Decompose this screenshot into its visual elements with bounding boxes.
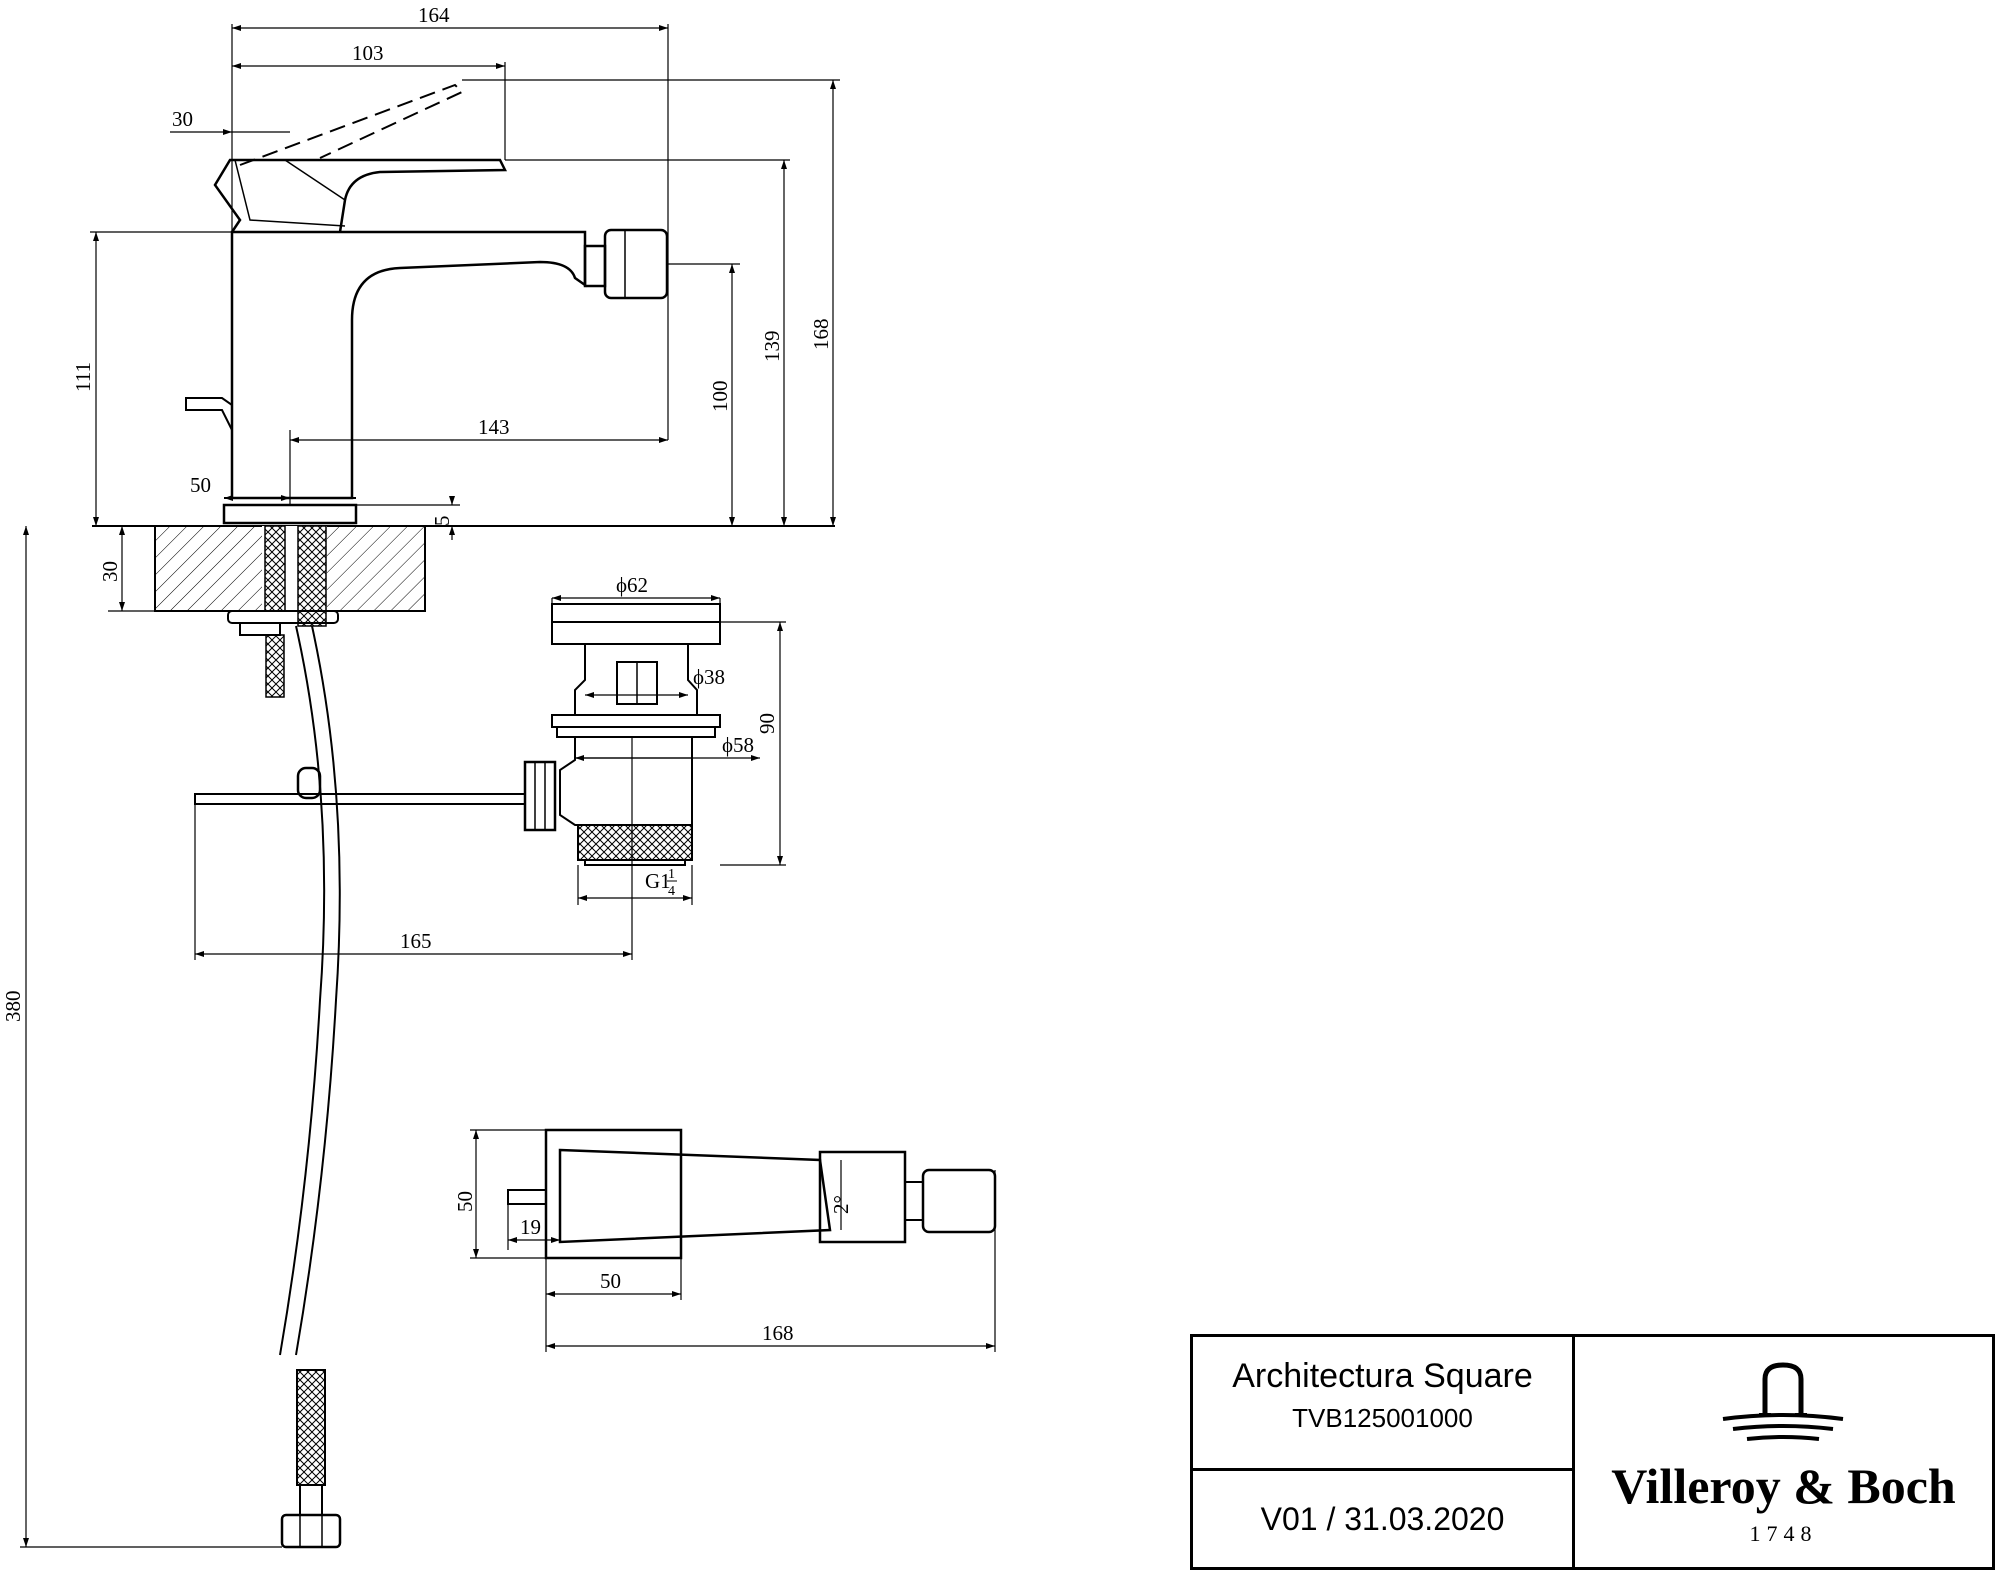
dim-g-fraction-den: 4 (668, 884, 675, 899)
dim-50-base: 50 (190, 473, 211, 497)
dim-g-thread: G1 (645, 869, 671, 893)
dim-111: 111 (71, 362, 95, 392)
dim-165: 165 (400, 929, 432, 953)
flexible-hose (279, 625, 342, 1549)
title-block-version-cell: V01 / 31.03.2020 (1193, 1471, 1575, 1567)
article-number: TVB125001000 (1292, 1403, 1473, 1433)
dim-38: ϕ38 (693, 665, 725, 689)
mixer-side-view (185, 83, 669, 525)
dim-30-plate: 30 (98, 561, 122, 582)
dim-g-fraction-num: 1 (668, 867, 675, 882)
mixer-top-view (507, 1128, 997, 1260)
dim-100: 100 (708, 381, 732, 413)
dim-380: 380 (1, 991, 25, 1023)
dim-50-topview-width: 50 (600, 1269, 621, 1293)
dim-62: ϕ62 (616, 573, 648, 597)
dim-103: 103 (352, 41, 384, 65)
countertop-section (92, 525, 835, 698)
dim-164: 164 (418, 3, 450, 27)
dim-90: 90 (755, 713, 779, 734)
dim-19: 19 (520, 1215, 541, 1239)
brand-year: 1748 (1749, 1521, 1818, 1546)
title-block: Architectura Square TVB125001000 V01 / 3… (1190, 1334, 1995, 1570)
title-block-product-cell: Architectura Square TVB125001000 (1193, 1337, 1575, 1471)
product-name: Architectura Square (1232, 1357, 1533, 1395)
dim-58: ϕ58 (722, 733, 754, 757)
dimension-lines (20, 24, 996, 1548)
dim-168-topview: 168 (762, 1321, 794, 1345)
dim-168-height: 168 (809, 319, 833, 351)
brand-logo-icon (1722, 1362, 1844, 1441)
dim-143: 143 (478, 415, 510, 439)
dim-30-handle: 30 (172, 107, 193, 131)
popup-waste (194, 603, 721, 866)
dimension-labels: 164 103 30 111 100 139 168 143 50 5 30 3… (1, 3, 853, 1345)
dim-5: 5 (430, 516, 454, 527)
brand-name: Villeroy & Boch (1611, 1458, 1956, 1514)
dim-2-degrees: 2° (829, 1195, 853, 1214)
dim-139: 139 (760, 331, 784, 363)
dim-50-topview-height: 50 (453, 1191, 477, 1212)
brand-logo-cell: Villeroy & Boch 1748 (1575, 1337, 1992, 1567)
version-date: V01 / 31.03.2020 (1260, 1501, 1505, 1537)
